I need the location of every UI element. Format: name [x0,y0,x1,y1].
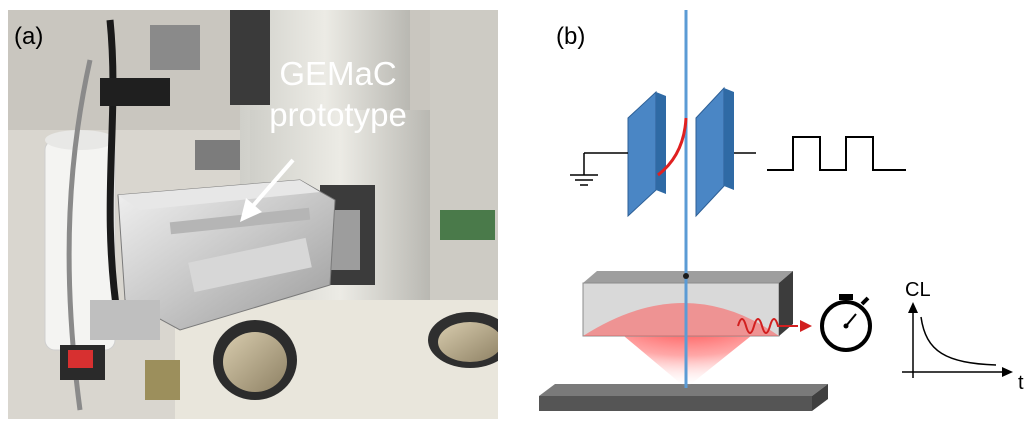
callout-line-1: GEMaC [279,55,396,92]
photon-arrowhead [800,320,812,332]
inset-y-label: CL [905,279,931,301]
callout-line-2: prototype [269,96,407,133]
inset-x-label: t [1018,372,1024,394]
black-cable [106,19,122,321]
callout-arrow [240,158,295,222]
ground-connection [570,152,628,186]
brass-fitting [145,360,180,400]
cl-decay-inset [902,302,1013,378]
substrate [539,384,828,411]
sample-block [582,271,793,337]
panel-a-photo [8,10,498,419]
panel-b-label: (b) [556,23,585,50]
panel-a-label: (a) [14,23,43,50]
control-box-red-switch [68,350,93,368]
stopwatch-icon [820,294,872,352]
column-dark-flange [230,10,270,105]
column-insert [330,210,360,270]
green-bracket [440,210,495,240]
inset-x-arrowhead [1002,367,1013,377]
mount-bracket [100,78,170,106]
beam-entry-point [683,273,689,279]
port-left-flange [223,332,287,392]
gemac-prototype-engraving [188,237,312,293]
deflector-plate-left [627,90,666,218]
dewar-top [45,130,115,150]
inset-y-arrowhead [908,302,918,313]
port-right-flange [438,322,498,362]
deflector-plate-right [695,86,734,218]
photon-wave [737,318,798,334]
square-wave-signal [734,136,906,171]
side-fitting [195,140,240,170]
gemac-prototype-groove [169,207,311,235]
foil-bundle [90,300,160,340]
decay-curve [920,316,997,366]
deflected-beam [657,117,688,177]
valve-assembly [150,25,200,70]
